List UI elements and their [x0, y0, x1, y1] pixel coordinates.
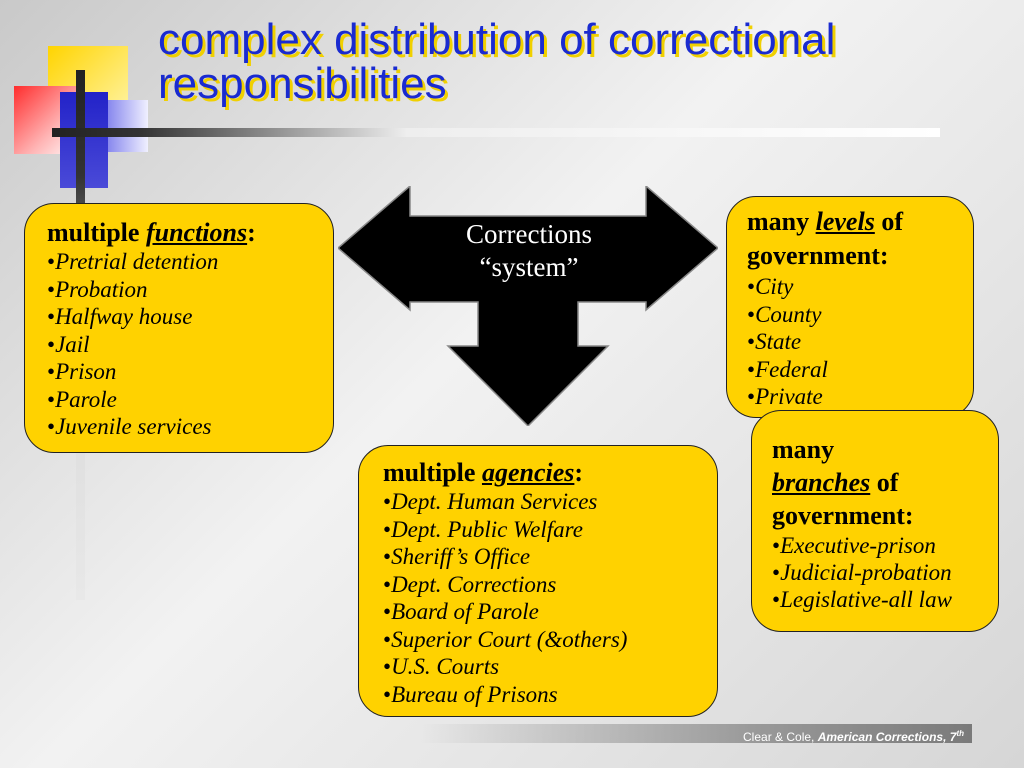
list-item: Jail: [47, 331, 333, 359]
list-item: U.S. Courts: [383, 653, 717, 681]
list-item: State: [747, 328, 973, 356]
functions-heading: multiple functions:: [47, 218, 333, 248]
agencies-heading: multiple agencies:: [383, 458, 717, 488]
list-item: Prison: [47, 358, 333, 386]
list-item: Superior Court (&others): [383, 626, 717, 654]
list-item: Dept. Corrections: [383, 571, 717, 599]
decorative-horizontal-line: [52, 128, 940, 137]
branches-heading-keyword: branches: [772, 468, 871, 497]
functions-heading-keyword: functions: [145, 218, 248, 247]
list-item: Dept. Human Services: [383, 488, 717, 516]
footer-book-name: American Corrections, 7: [817, 730, 957, 744]
list-item: Federal: [747, 356, 973, 384]
functions-heading-suffix: :: [247, 218, 256, 247]
branches-heading: many branches of government:: [772, 433, 998, 532]
footer-book-title: American Corrections, 7th: [817, 729, 964, 744]
levels-heading: many levels of government:: [747, 205, 973, 273]
list-item: Halfway house: [47, 303, 333, 331]
corrections-system-label: Corrections “system”: [418, 218, 640, 284]
list-item: Private: [747, 383, 973, 411]
levels-heading-suffix: of government:: [747, 207, 903, 270]
list-item: Executive-prison: [772, 532, 998, 559]
branches-heading-suffix: of government:: [772, 468, 914, 530]
branches-list: Executive-prison Judicial-probation Legi…: [772, 532, 998, 613]
list-item: Judicial-probation: [772, 559, 998, 586]
list-item: Board of Parole: [383, 598, 717, 626]
list-item: Parole: [47, 386, 333, 414]
levels-box: many levels of government: City County S…: [726, 196, 974, 418]
levels-heading-prefix: many: [747, 207, 816, 236]
levels-list: City County State Federal Private: [747, 273, 973, 411]
agencies-box: multiple agencies: Dept. Human Services …: [358, 445, 718, 717]
branches-box: many branches of government: Executive-p…: [751, 410, 999, 632]
footer-edition-sup: th: [956, 729, 964, 738]
center-line-2: “system”: [479, 252, 579, 282]
list-item: Pretrial detention: [47, 248, 333, 276]
list-item: Probation: [47, 276, 333, 304]
agencies-heading-keyword: agencies: [481, 458, 575, 487]
list-item: Legislative-all law: [772, 586, 998, 613]
citation-footer: Clear & Cole, American Corrections, 7th: [420, 724, 972, 744]
functions-heading-prefix: multiple: [47, 218, 146, 247]
functions-box: multiple functions: Pretrial detention P…: [24, 203, 334, 453]
levels-heading-keyword: levels: [815, 207, 875, 236]
agencies-list: Dept. Human Services Dept. Public Welfar…: [383, 488, 717, 708]
slide-title: complex distribution of correctional res…: [158, 15, 836, 108]
three-way-arrow-icon: [338, 186, 718, 426]
functions-list: Pretrial detention Probation Halfway hou…: [47, 248, 333, 441]
list-item: City: [747, 273, 973, 301]
center-line-1: Corrections: [466, 219, 592, 249]
branches-heading-prefix: many: [772, 435, 835, 464]
list-item: Dept. Public Welfare: [383, 516, 717, 544]
agencies-heading-prefix: multiple: [383, 458, 482, 487]
footer-authors: Clear & Cole,: [743, 730, 818, 744]
list-item: Bureau of Prisons: [383, 681, 717, 709]
list-item: Juvenile services: [47, 413, 333, 441]
decorative-lightblue-square: [108, 100, 148, 152]
list-item: Sheriff’s Office: [383, 543, 717, 571]
agencies-heading-suffix: :: [574, 458, 584, 487]
list-item: County: [747, 301, 973, 329]
